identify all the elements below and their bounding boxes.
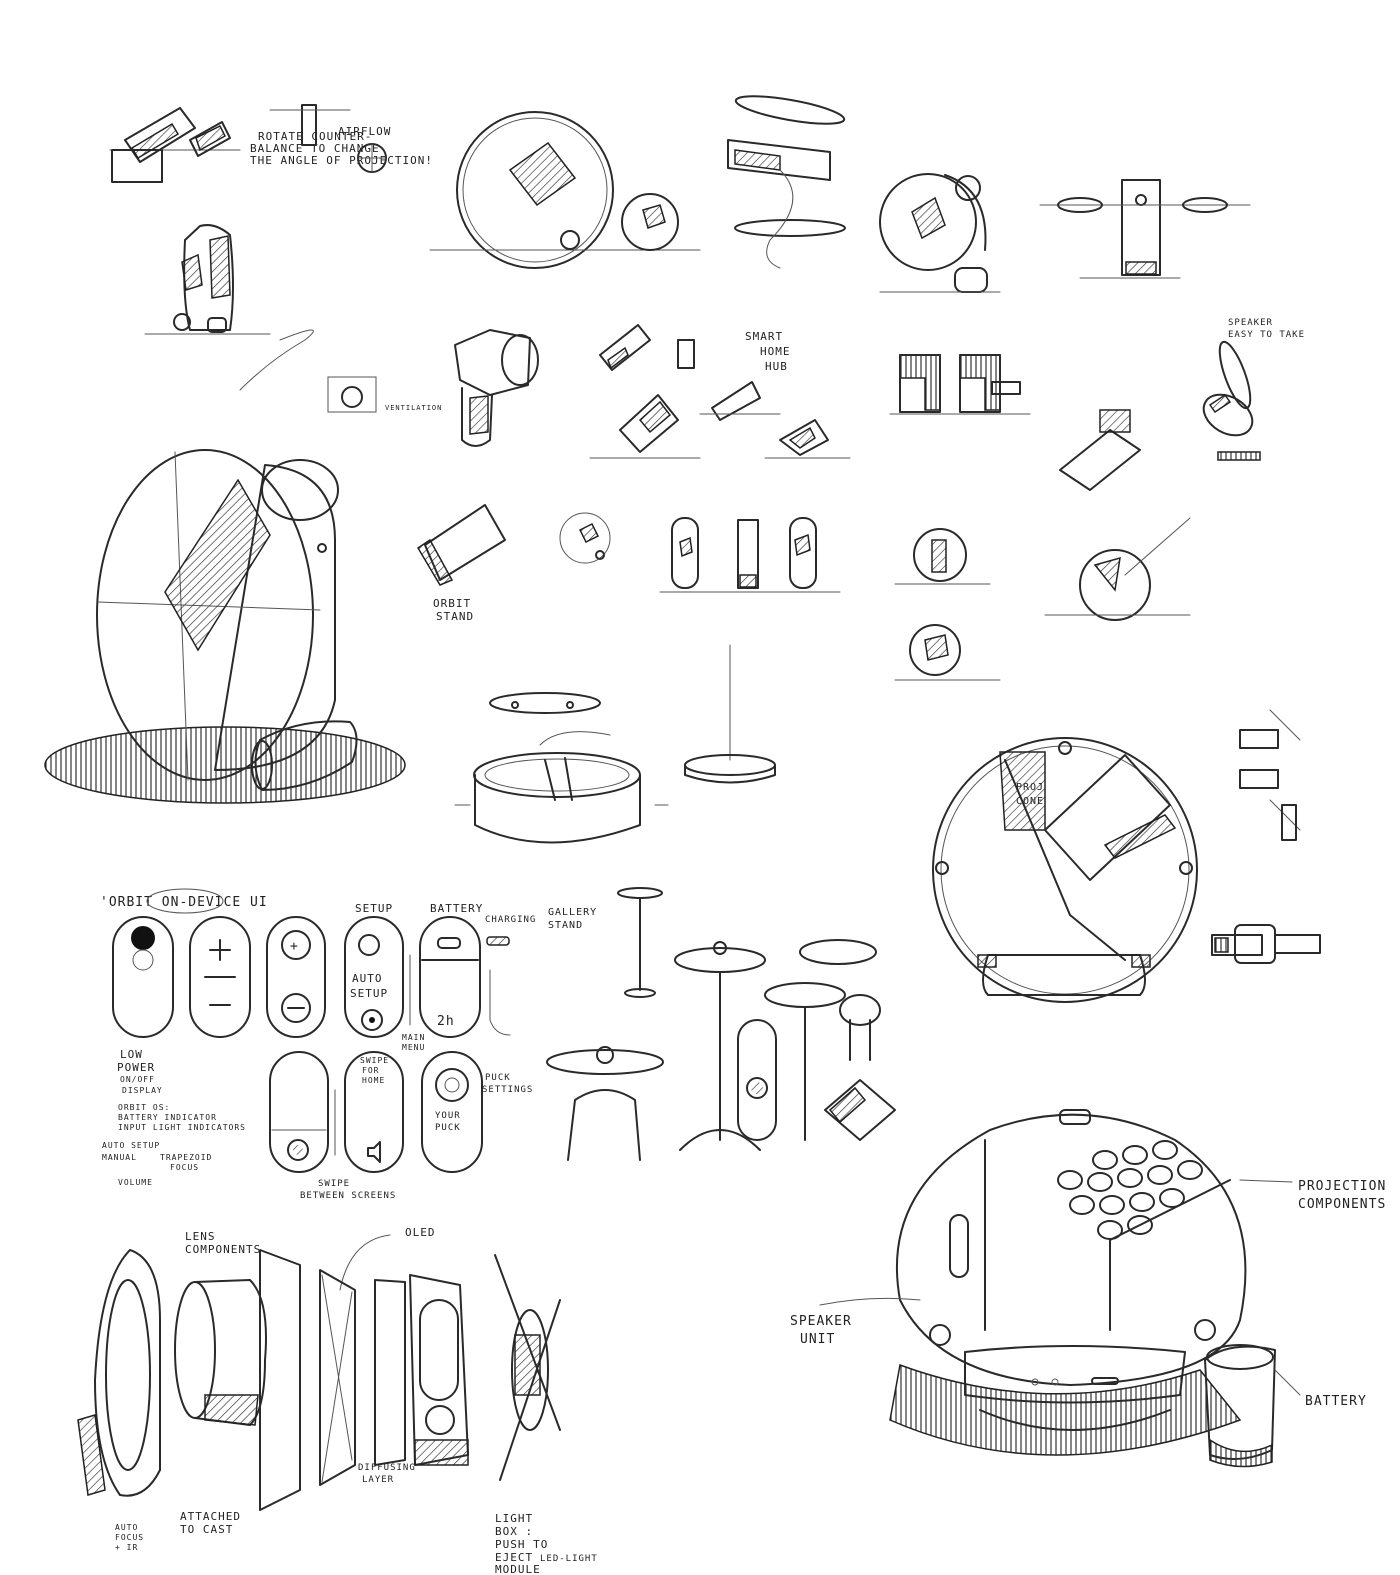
ui-your: YOUR [435, 1111, 461, 1121]
ui-charging-label: CHARGING [485, 915, 536, 925]
sketch-ring-with-battery [879, 173, 1001, 293]
note-speaker: SPEAKER [1228, 318, 1273, 328]
ui-for: FOR [362, 1066, 379, 1075]
note-oled: OLED [405, 1226, 436, 1239]
ui-auto-setup-note: AUTO SETUP [102, 1141, 160, 1150]
sketch-side-profiles [889, 354, 1031, 415]
ui-home: HOME [362, 1076, 385, 1085]
ui-volume: VOLUME [118, 1178, 153, 1187]
svg-text:+: + [290, 939, 299, 954]
note-gallery: GALLERY [548, 907, 597, 918]
ui-onoff: ON/OFF [120, 1075, 155, 1084]
ui-setup: SETUP [350, 987, 388, 1000]
ui-manual: MANUAL [102, 1153, 137, 1162]
sketch-small-ventilation: VENTILATION [327, 376, 442, 413]
note-home: HOME [760, 345, 791, 358]
ui-battery-label: BATTERY [430, 902, 483, 915]
note-ir: + IR [115, 1543, 138, 1552]
sketch-ring-projector-side [429, 111, 701, 269]
ui-os-2: INPUT LIGHT INDICATORS [118, 1123, 246, 1132]
ui-puck-settings-1: PUCK [485, 1073, 511, 1083]
ui-power: POWER [117, 1061, 155, 1074]
sketch-disc-exploded [454, 644, 776, 844]
note-gallery-stand: STAND [548, 920, 583, 931]
sketch-counterbalance-tilt: ROTATE COUNTER- BALANCE TO CHANGE THE AN… [109, 104, 433, 183]
note-cone: CONE [1016, 796, 1044, 807]
note-to-cast: TO CAST [180, 1523, 233, 1536]
sketch-gallery-stand: GALLERY STAND [546, 887, 896, 1161]
note-rotate-2: BALANCE TO CHANGE [250, 142, 380, 155]
ui-low: LOW [120, 1048, 143, 1061]
note-rotate-1: ROTATE COUNTER- [258, 130, 372, 143]
sketch-front-airflow [1039, 179, 1251, 279]
render-projection: PROJECTION [1298, 1179, 1386, 1194]
render-components: COMPONENTS [1298, 1197, 1386, 1212]
sketch-speaker-puck: SPEAKER EASY TO TAKE [1059, 318, 1305, 491]
note-module: MODULE [495, 1563, 541, 1575]
note-diffusing: DIFFUSING [358, 1463, 416, 1473]
sketch-stand-angles: SMART HOME HUB [589, 324, 851, 459]
ui-swipe-between-1: SWIPE [318, 1179, 350, 1189]
note-lens: LENS [185, 1230, 216, 1243]
note-auto: AUTO [115, 1523, 138, 1532]
note-push: PUSH TO [495, 1538, 548, 1551]
note-proj: PROJ [1016, 782, 1044, 793]
ui-sketch-sheet: 'ORBIT ON-DEVICE UI SETUP BATTERY CHARGI… [100, 888, 536, 1201]
ui-auto: AUTO [352, 972, 383, 985]
note-hub: HUB [765, 360, 788, 373]
ui-title: 'ORBIT ON-DEVICE UI [100, 895, 268, 910]
sketch-stacked-discs [727, 95, 846, 269]
ui-orbit-os: ORBIT OS: [118, 1103, 170, 1112]
ui-swipe-between-2: BETWEEN SCREENS [300, 1191, 396, 1201]
sketch-orbit-stand-small: ORBIT STAND [416, 504, 611, 623]
note-rotate-3: THE ANGLE OF PROJECTION! [250, 154, 433, 167]
sketch-three-views [659, 517, 841, 593]
sketch-orbit-hero [44, 449, 406, 804]
ui-setup-label: SETUP [355, 902, 393, 915]
sketch-camera-mount [454, 329, 539, 447]
note-light: LIGHT [495, 1512, 533, 1525]
sketch-projector-render: PROJECTION COMPONENTS SPEAKER UNIT BATTE… [790, 1109, 1386, 1468]
ui-trapezoid: TRAPEZOID [160, 1153, 212, 1162]
note-layer: LAYER [362, 1475, 394, 1485]
note-ventilation: VENTILATION [385, 404, 442, 412]
ui-menu: MENU [402, 1043, 425, 1052]
sketch-cross-section: PROJ CONE [932, 709, 1321, 1003]
note-airflow: AIRFLOW [338, 125, 391, 138]
note-components: COMPONENTS [185, 1243, 261, 1256]
sketch-upright-wheel [144, 224, 314, 391]
ui-puck: PUCK [435, 1123, 461, 1133]
ui-display: DISPLAY [122, 1086, 163, 1095]
render-speaker: SPEAKER [790, 1314, 852, 1329]
sketch-exploded-lens: LENS COMPONENTS OLED AUTO FOCUS + IR ATT… [77, 1226, 598, 1575]
note-led: LED-LIGHT [540, 1554, 598, 1564]
ui-focus: FOCUS [170, 1163, 199, 1172]
note-smart: SMART [745, 330, 783, 343]
note-orbit: ORBIT [433, 597, 471, 610]
ui-swipe: SWIPE [360, 1056, 389, 1065]
ui-puck-settings-2: SETTINGS [482, 1085, 533, 1095]
render-unit: UNIT [800, 1332, 835, 1347]
note-easy-take: EASY TO TAKE [1228, 330, 1305, 340]
ui-main: MAIN [402, 1033, 425, 1042]
note-stand: STAND [436, 610, 474, 623]
sketch-orbit-circles-right [894, 517, 1191, 681]
ui-os-1: BATTERY INDICATOR [118, 1113, 217, 1122]
note-eject: EJECT [495, 1551, 533, 1564]
note-attached: ATTACHED [180, 1510, 241, 1523]
note-focus: FOCUS [115, 1533, 144, 1542]
ui-battery-value: 2h [437, 1014, 455, 1029]
projection-dot-array [1057, 1140, 1203, 1240]
note-box: BOX : [495, 1525, 533, 1538]
render-battery: BATTERY [1305, 1394, 1367, 1409]
